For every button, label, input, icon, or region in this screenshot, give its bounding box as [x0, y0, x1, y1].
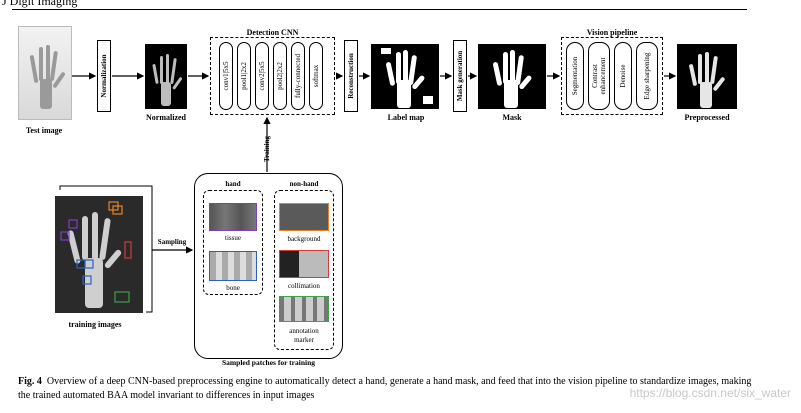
sampling-label: Sampling	[157, 238, 187, 246]
collimation-label: collimation	[288, 282, 320, 290]
cnn-layer-pool2: pool2|2x2	[273, 42, 287, 110]
preprocessed-label: Preprocessed	[684, 113, 730, 122]
cnn-box	[210, 37, 335, 115]
header-rule	[12, 9, 747, 10]
normalization-step: Normalization	[97, 40, 111, 112]
running-head: J Digit Imaging	[2, 0, 78, 8]
cnn-layer-conv2: conv2|5x5	[255, 42, 269, 110]
sampled-patches-title: Sampled patches for training	[222, 358, 315, 367]
vision-step-denoise: Denoise	[614, 42, 632, 110]
hand-header: hand	[225, 180, 241, 188]
tissue-label: tissue	[225, 234, 241, 242]
mask-image	[478, 44, 546, 109]
training-images-label: training images	[68, 320, 122, 329]
cnn-layer-conv1: conv1|5x5	[219, 42, 233, 110]
training-image	[55, 196, 143, 313]
label-map-label: Label map	[387, 113, 425, 122]
hand-patches-box	[203, 190, 263, 295]
bone-label: bone	[226, 284, 240, 292]
caption-text: Overview of a deep CNN-based preprocessi…	[18, 376, 752, 401]
nonhand-patches-box	[274, 190, 334, 350]
cnn-layer-softmax: softmax	[309, 42, 323, 110]
bone-patch	[209, 251, 257, 281]
cnn-layer-pool1: pool1|2x2	[237, 42, 251, 110]
normalized-image	[145, 44, 187, 109]
hand-xray-icon	[29, 45, 66, 109]
vision-step-contrast: Contrast enhancement	[588, 42, 610, 110]
background-patch	[279, 203, 329, 231]
vision-box	[561, 37, 663, 115]
mask-generation-step: Mask generation	[453, 40, 467, 112]
hand-mask-icon	[381, 48, 433, 108]
background-label: background	[287, 235, 321, 243]
cnn-title: Detection CNN	[246, 28, 299, 37]
cnn-layer-fully-connected: fully-connected	[291, 42, 305, 110]
vision-step-edge-sharpening: Edge sharpening	[636, 42, 658, 110]
collimation-patch	[279, 250, 329, 278]
test-image	[18, 26, 72, 120]
mask-label: Mask	[502, 113, 522, 122]
training-label: Training	[263, 136, 271, 162]
nonhand-header: non-hand	[289, 180, 319, 188]
annotated-hand-xray	[55, 196, 143, 313]
preprocessed-image	[677, 44, 737, 109]
vision-step-segmentation: Segmentation	[566, 42, 584, 110]
watermark: https://blog.csdn.net/six_water	[629, 386, 791, 400]
figure-caption: Fig. 4 Overview of a deep CNN-based prep…	[18, 375, 753, 403]
sampled-patches-box	[194, 173, 343, 359]
normalized-label: Normalized	[146, 113, 186, 122]
vision-title: Vision pipeline	[586, 28, 638, 37]
hand-mask-icon	[493, 50, 532, 108]
reconstruction-step: Reconstruction	[344, 40, 358, 112]
caption-label: Fig. 4	[18, 376, 42, 387]
tissue-patch	[209, 203, 257, 231]
training-label-wrap: Training	[255, 132, 279, 166]
hand-xray-icon	[689, 52, 725, 108]
annotation-marker-patch	[279, 296, 329, 322]
label-map-image	[371, 44, 439, 109]
test-image-label: Test image	[25, 126, 63, 135]
hand-xray-icon	[152, 54, 183, 106]
annotation-marker-label: annotation marker	[289, 327, 319, 344]
